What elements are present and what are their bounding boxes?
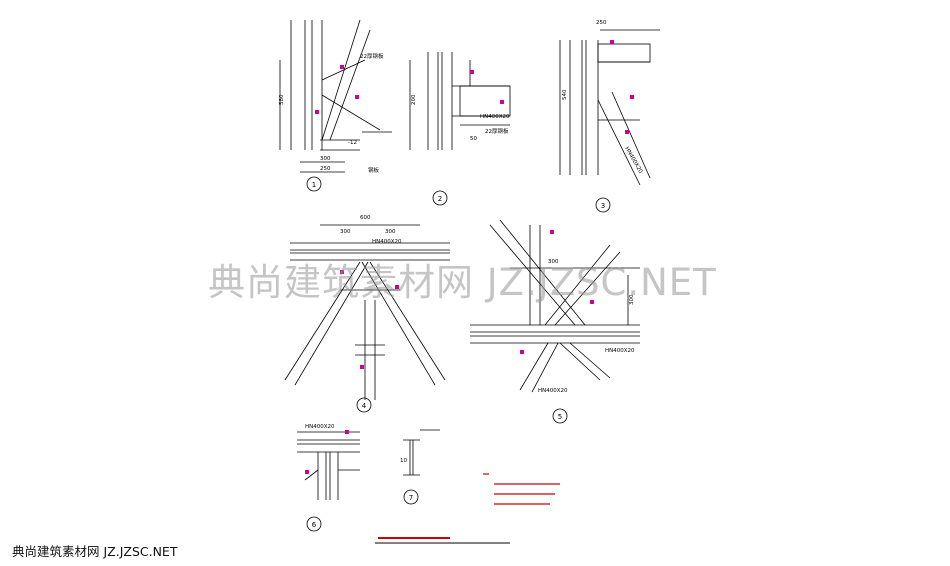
detail-7: [403, 429, 440, 476]
d3-dim-top: 250: [596, 20, 607, 26]
d2-dim-width: 50: [470, 136, 477, 142]
detail-2: [409, 52, 511, 150]
detail-2-label: 2: [438, 195, 442, 203]
detail-3: [559, 29, 660, 186]
detail-7-label: 7: [409, 494, 413, 502]
d6-note-beam: HN400X20: [305, 424, 335, 430]
detail-6: [297, 431, 360, 500]
d4-dim-left: 300: [340, 229, 351, 235]
detail-1: [279, 19, 392, 173]
watermark: 典尚建筑素材网 JZ.JZSC.NET: [208, 261, 717, 304]
d4-dim-right: 300: [385, 229, 396, 235]
detail-1-marker: [306, 176, 322, 192]
weld-markers: [305, 40, 634, 474]
detail-2-marker: [432, 190, 448, 206]
detail-6-label: 6: [312, 521, 317, 529]
detail-5-marker: [552, 408, 568, 424]
detail-7-marker: [403, 489, 419, 505]
d2-dim-height: 200: [411, 94, 417, 105]
d4-dim-total: 600: [360, 215, 371, 221]
d1-note-steel: 钢板: [368, 166, 380, 174]
d1-note-12: -12: [348, 140, 357, 146]
d2-note-plate: 22厚钢板: [485, 127, 509, 135]
detail-6-marker: [306, 516, 322, 532]
detail-1-label: 1: [312, 181, 316, 189]
d1-dim-height: 580: [279, 94, 285, 105]
detail-5: [470, 219, 640, 393]
detail-3-label: 3: [601, 202, 605, 210]
d2-note-beam: HN400X20: [480, 114, 510, 120]
detail-5-label: 5: [558, 413, 562, 421]
d5-dim-side: 300: [629, 294, 635, 305]
d1-note-plate: 22厚钢板: [360, 52, 384, 60]
d5-dim-top: 300: [548, 259, 559, 265]
d7-dim: 10: [400, 458, 407, 464]
detail-3-marker: [595, 197, 611, 213]
detail-4-marker: [356, 397, 372, 413]
d5-note-beam-b: HN400X20: [538, 388, 568, 394]
d3-dim-height: 540: [562, 89, 568, 100]
d3-note-beam: HN400X20: [623, 146, 643, 175]
footer-watermark: 典尚建筑素材网 JZ.JZSC.NET: [12, 544, 178, 559]
d4-note-beam: HN400X20: [372, 239, 402, 245]
detail-4-label: 4: [362, 402, 367, 410]
d1-dim-b: 250: [320, 166, 331, 172]
d1-dim-a: 300: [320, 156, 331, 162]
general-notes: [378, 473, 560, 539]
detail-4: [284, 224, 450, 400]
d5-note-beam-a: HN400X20: [605, 348, 635, 354]
